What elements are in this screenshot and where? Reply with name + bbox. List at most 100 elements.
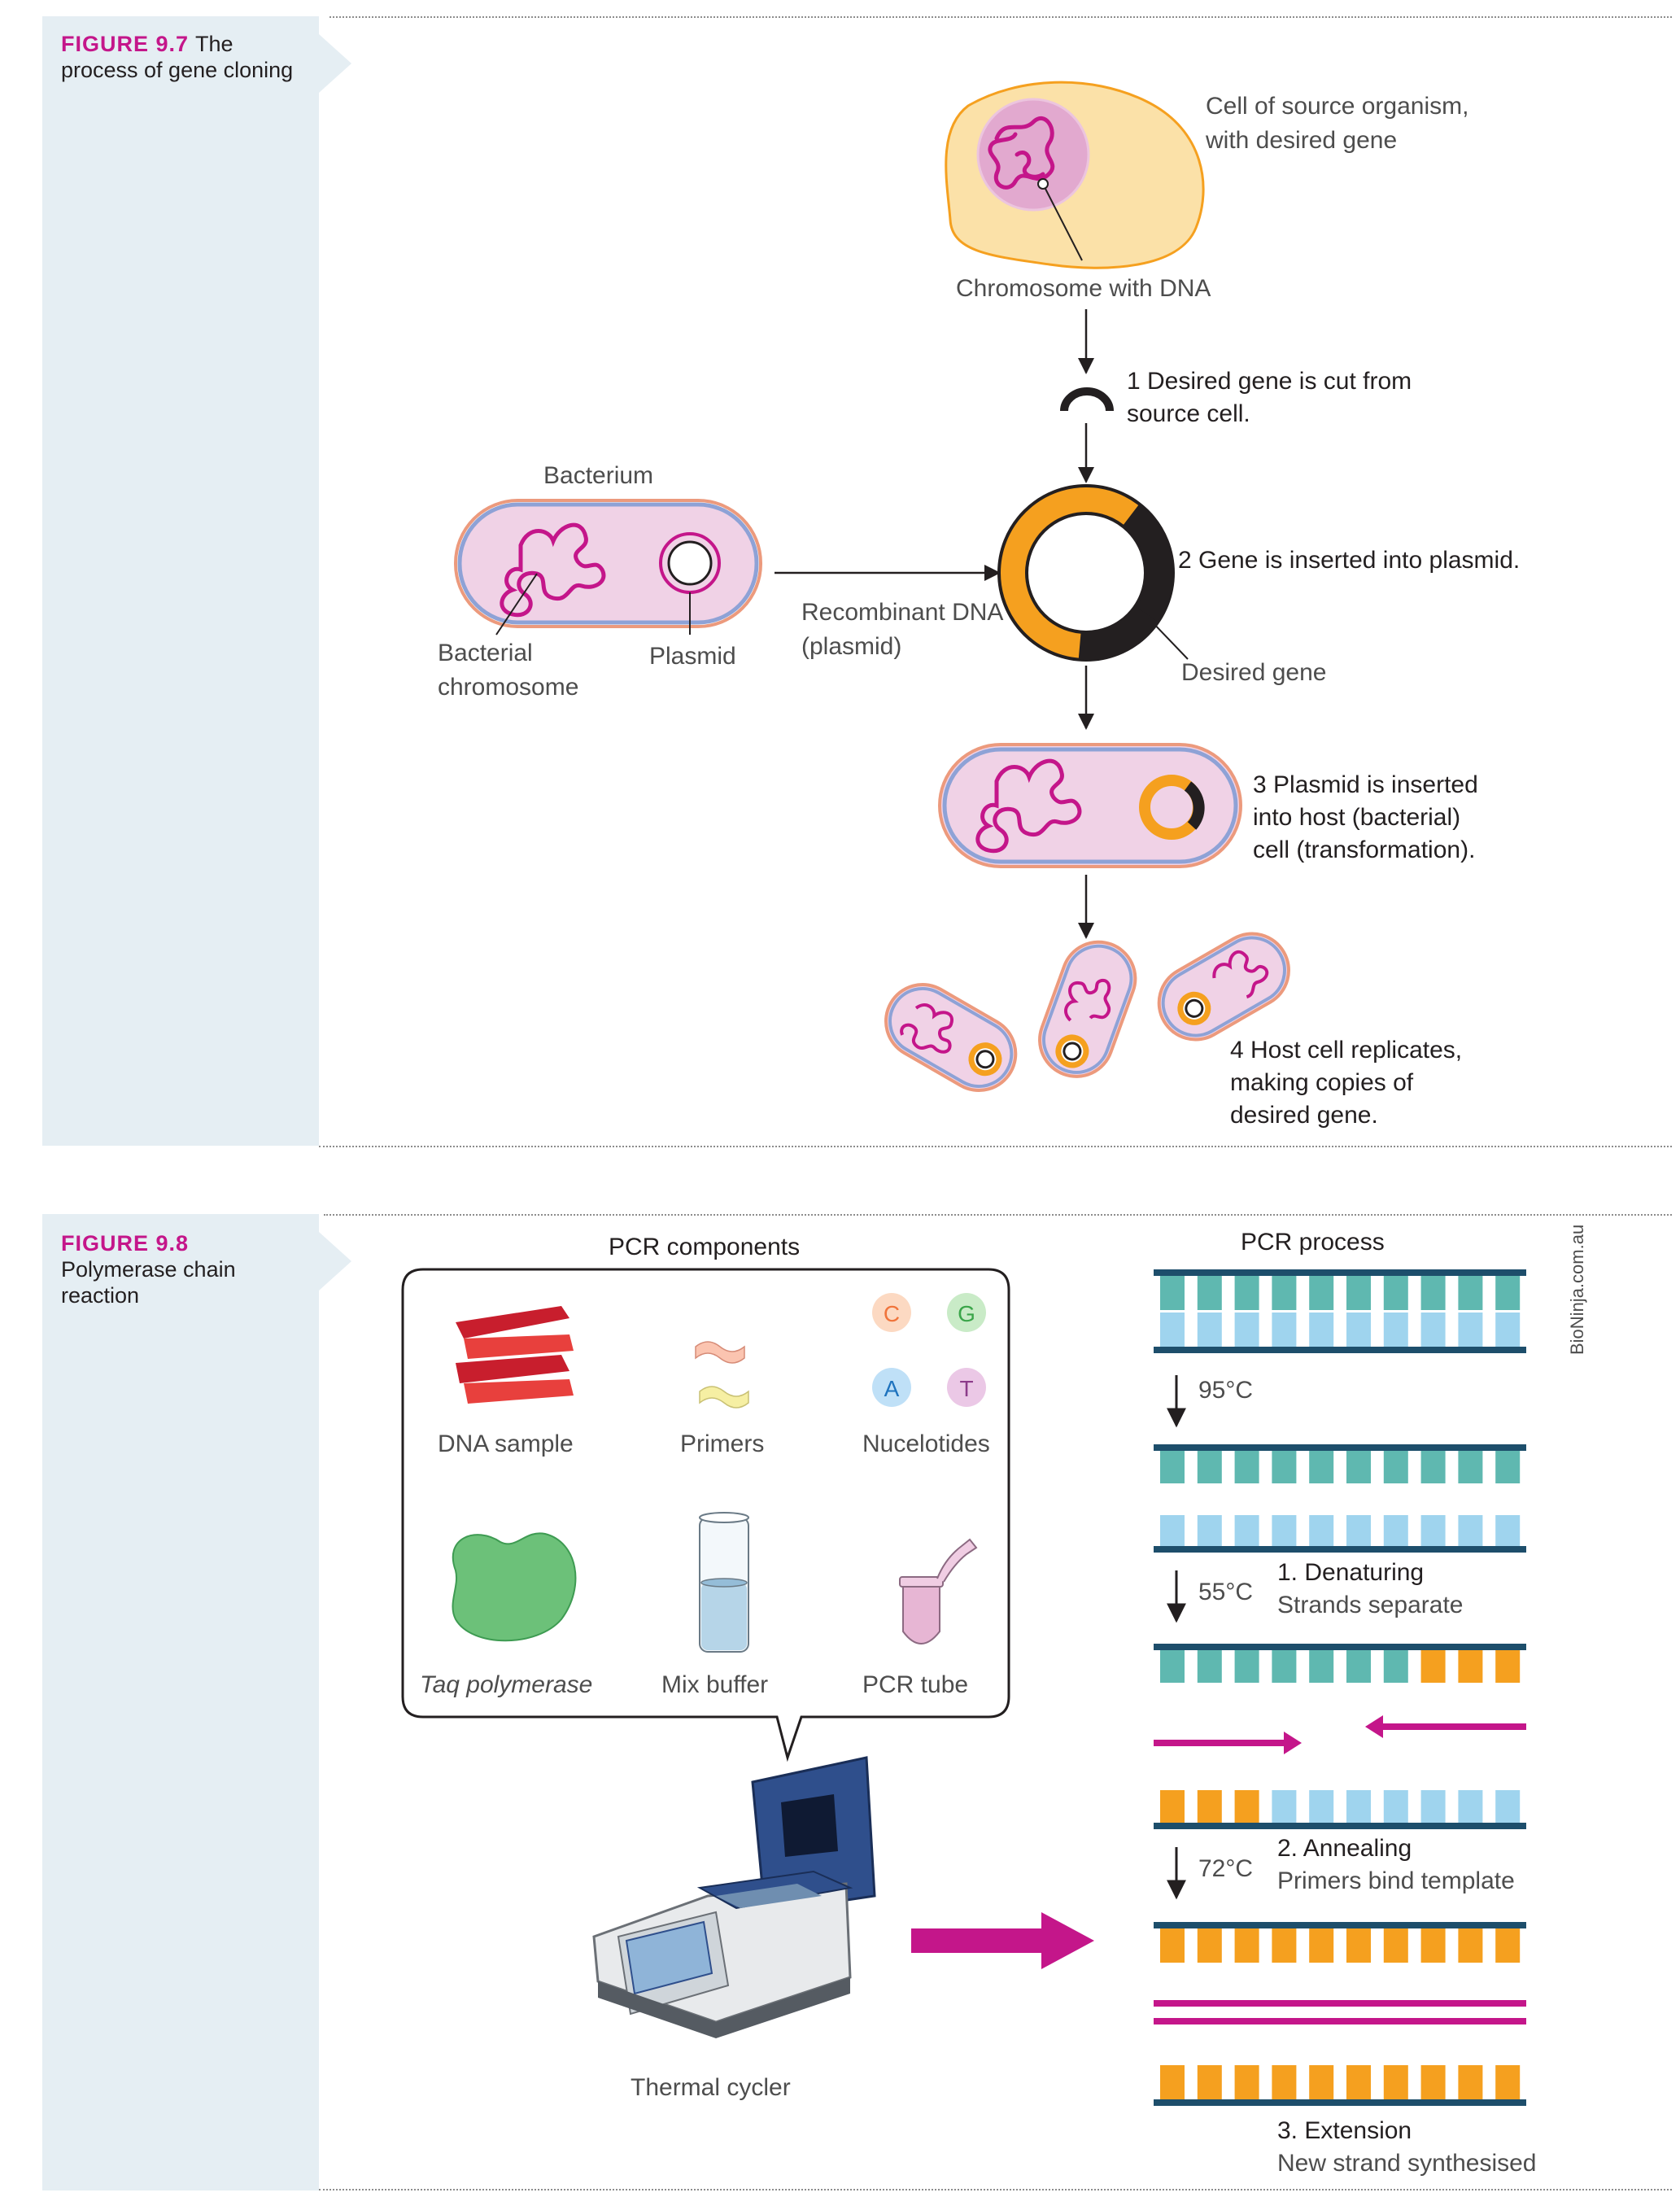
components-title: PCR components <box>609 1234 800 1260</box>
process-title: PCR process <box>1241 1229 1385 1256</box>
base <box>1383 1790 1408 1823</box>
gene-fragment <box>1060 387 1114 412</box>
strand-backbone <box>1154 1823 1526 1829</box>
base <box>1197 1515 1222 1546</box>
buffer-label: Mix buffer <box>661 1671 768 1698</box>
strand-backbone <box>1154 1444 1526 1451</box>
base <box>1160 1313 1185 1347</box>
bacterial-plasmid-inner <box>667 540 713 586</box>
base <box>1383 1451 1408 1483</box>
base <box>1346 1928 1371 1963</box>
base <box>1197 1276 1222 1310</box>
nucleotide-g-letter: G <box>958 1301 975 1326</box>
cell-label-line1: Cell of source organism, <box>1206 93 1468 120</box>
mix-buffer-icon <box>699 1512 749 1653</box>
tube-label: PCR tube <box>862 1671 968 1698</box>
nucleotide-t <box>947 1368 986 1407</box>
chromosome-pointer <box>1045 188 1083 261</box>
step1-line1: 1 Desired gene is cut from <box>1127 368 1412 395</box>
base <box>1309 1313 1334 1347</box>
nucleotide-t-letter: T <box>959 1376 973 1401</box>
base <box>1495 1790 1521 1823</box>
base <box>1458 1313 1483 1347</box>
base <box>1272 1650 1297 1683</box>
bacterial-chromosome-pointer <box>495 573 538 636</box>
fig98-sidebar <box>42 1214 351 2190</box>
base <box>1160 1650 1185 1683</box>
strand-backbone <box>1154 2099 1526 2106</box>
host-cell <box>942 747 1238 864</box>
base <box>1420 1650 1446 1683</box>
primer-icon <box>695 1341 745 1364</box>
new-strand <box>1154 2000 1526 2007</box>
step4-line2: making copies of <box>1230 1069 1414 1096</box>
base <box>1346 1451 1371 1483</box>
nucleus <box>976 98 1090 212</box>
taq-polymerase-icon <box>452 1532 577 1642</box>
base <box>1234 1451 1259 1483</box>
stage1-title: 1. Denaturing <box>1277 1559 1424 1586</box>
step2-label: 2 Gene is inserted into plasmid. <box>1178 547 1520 574</box>
fig97-bottom-rule <box>319 1146 1672 1147</box>
base <box>1420 2065 1446 2099</box>
fig98-top-rule <box>324 1214 1672 1216</box>
fig97-top-rule <box>329 16 1672 18</box>
base <box>1420 1790 1446 1823</box>
strand-backbone <box>1154 1546 1526 1553</box>
base <box>1458 1451 1483 1483</box>
base <box>1458 1650 1483 1683</box>
new-strand <box>1154 2018 1526 2024</box>
dna-sample-icon <box>456 1306 574 1404</box>
pcr-tube-icon <box>899 1538 978 1644</box>
fig97-sidebar <box>42 16 351 1146</box>
base <box>1346 1276 1371 1310</box>
step3-line3: cell (transformation). <box>1253 836 1475 863</box>
base <box>1272 1276 1297 1310</box>
nucleotide-c-letter: C <box>884 1301 900 1326</box>
replicated-cell <box>1157 932 1290 1042</box>
strand-backbone <box>1154 1922 1526 1928</box>
fig97-number: FIGURE 9.7 <box>61 32 190 56</box>
gene-marker <box>1037 178 1049 190</box>
fig98-title: Polymerase chain reaction <box>61 1257 236 1308</box>
base <box>1420 1928 1446 1963</box>
base <box>1383 1928 1408 1963</box>
base <box>1495 1451 1521 1483</box>
nucleotide-a-letter: A <box>884 1376 900 1401</box>
temp-72: 72°C <box>1198 1855 1253 1882</box>
sidebar-flap <box>319 1232 351 1291</box>
base <box>1160 1515 1185 1546</box>
process-arrow <box>911 1912 1094 1969</box>
host-chromosome <box>975 758 1082 854</box>
base <box>1309 1790 1334 1823</box>
base <box>1495 2065 1521 2099</box>
base <box>1495 1313 1521 1347</box>
cell-label-line2: with desired gene <box>1205 127 1397 154</box>
base <box>1160 1928 1185 1963</box>
source-chromosome <box>988 116 1055 190</box>
base <box>1197 2065 1222 2099</box>
chromosome-label: Chromosome with DNA <box>956 275 1211 302</box>
primer-strand <box>1383 1723 1526 1730</box>
base <box>1234 1276 1259 1310</box>
base <box>1383 1650 1408 1683</box>
temp-55: 55°C <box>1198 1579 1253 1605</box>
base <box>1160 1451 1185 1483</box>
base <box>1197 1928 1222 1963</box>
bacterial-chromosome <box>500 522 606 618</box>
base <box>1420 1276 1446 1310</box>
thermal-cycler-label: Thermal cycler <box>631 2074 791 2101</box>
base <box>1234 1650 1259 1683</box>
base <box>1346 2065 1371 2099</box>
base <box>1272 1451 1297 1483</box>
base <box>1309 1928 1334 1963</box>
base <box>1309 1276 1334 1310</box>
base <box>1495 1650 1521 1683</box>
step4-line1: 4 Host cell replicates, <box>1230 1037 1462 1064</box>
base <box>1234 1313 1259 1347</box>
stage2-desc: Primers bind template <box>1277 1867 1515 1894</box>
base <box>1272 1928 1297 1963</box>
strand-backbone <box>1154 1644 1526 1650</box>
